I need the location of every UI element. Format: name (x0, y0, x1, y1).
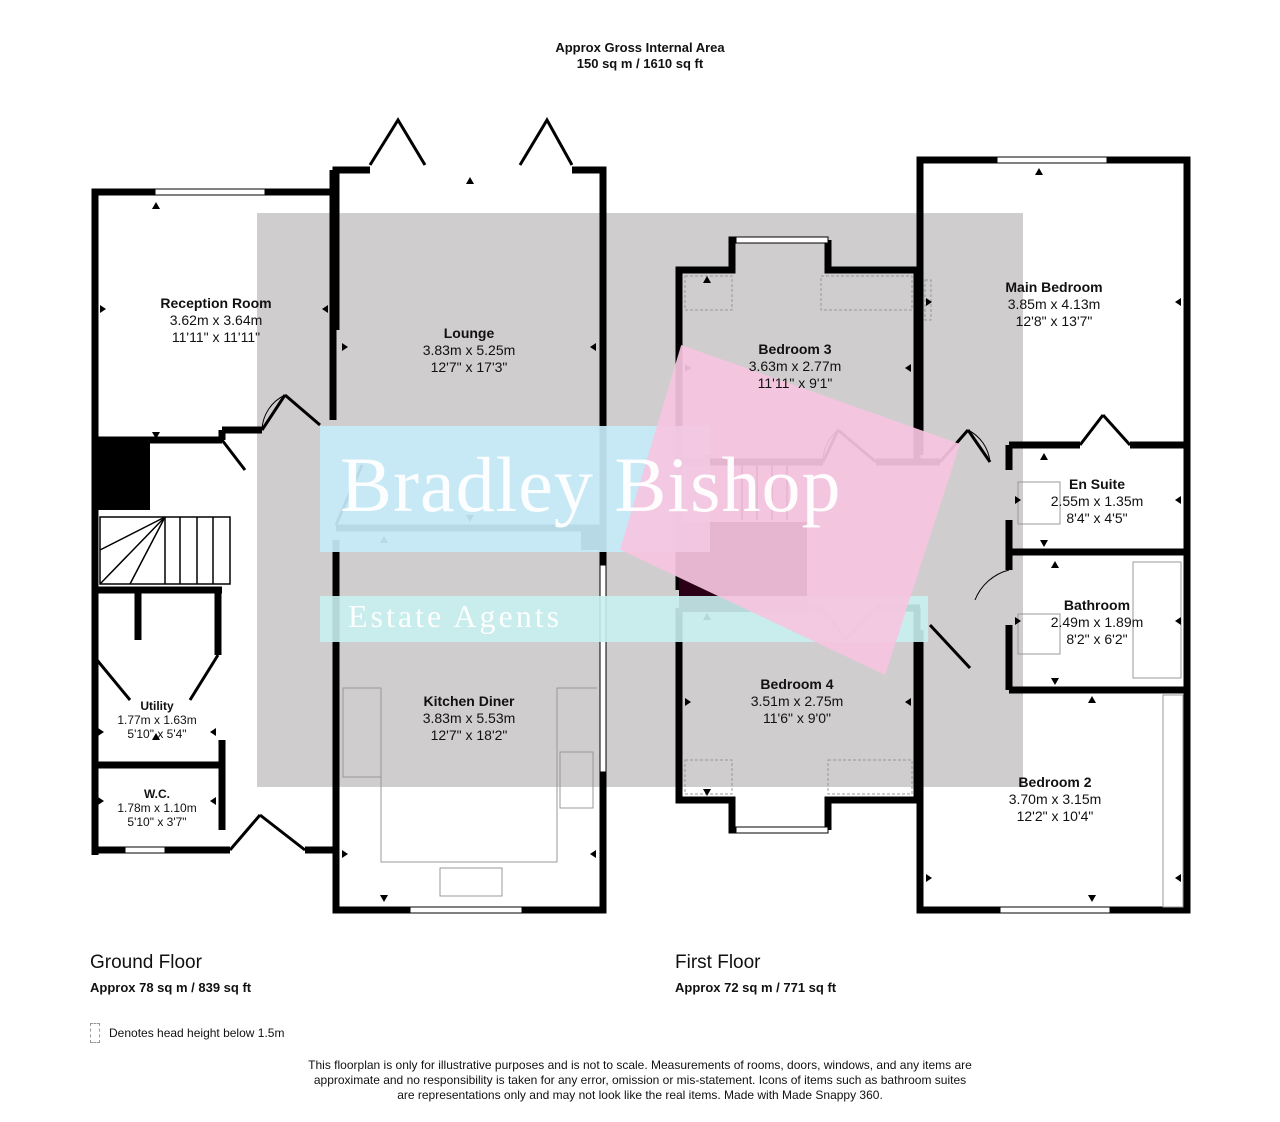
ground-floor-caption: Ground Floor Approx 78 sq m / 839 sq ft (90, 952, 251, 995)
watermark-brand: Bradley Bishop (340, 441, 842, 528)
room-bedroom-3: Bedroom 3 3.63m x 2.77m 11'11" x 9'1" (748, 341, 842, 391)
room-bedroom-2: Bedroom 2 3.70m x 3.15m 12'2" x 10'4" (1008, 774, 1102, 824)
ground-floor-area: Approx 78 sq m / 839 sq ft (90, 980, 252, 995)
head-height-legend-text: Denotes head height below 1.5m (109, 1026, 285, 1040)
ground-floor-title: Ground Floor (90, 952, 202, 973)
room-bedroom-4: Bedroom 4 3.51m x 2.75m 11'6" x 9'0" (750, 676, 844, 726)
room-kitchen-diner: Kitchen Diner 3.83m x 5.53m 12'7" x 18'2… (422, 693, 516, 743)
gross-area-value: 150 sq m / 1610 sq ft (576, 56, 704, 71)
head-height-legend-icon (90, 1023, 100, 1043)
watermark-subtitle: Estate Agents (348, 598, 563, 634)
first-floor-title: First Floor (675, 952, 761, 973)
room-lounge: Lounge 3.83m x 5.25m 12'7" x 17'3" (422, 325, 516, 375)
room-en-suite: En Suite 2.55m x 1.35m 8'4" x 4'5" (1050, 476, 1144, 526)
room-main-bedroom: Main Bedroom 3.85m x 4.13m 12'8" x 13'7" (1005, 279, 1103, 329)
room-reception-room: Reception Room 3.62m x 3.64m 11'11" x 11… (160, 295, 272, 345)
room-bathroom: Bathroom 2.49m x 1.89m 8'2" x 6'2" (1050, 597, 1144, 647)
gross-area-header: Approx Gross Internal Area 150 sq m / 16… (0, 40, 1280, 72)
room-wc: W.C. 1.78m x 1.10m 5'10" x 3'7" (117, 787, 197, 829)
room-utility: Utility 1.77m x 1.63m 5'10" x 5'4" (117, 699, 197, 741)
first-floor-area: Approx 72 sq m / 771 sq ft (675, 980, 837, 995)
gross-area-title: Approx Gross Internal Area (555, 40, 725, 55)
first-floor-caption: First Floor Approx 72 sq m / 771 sq ft (675, 952, 836, 995)
disclaimer: This floorplan is only for illustrative … (308, 1058, 972, 1102)
